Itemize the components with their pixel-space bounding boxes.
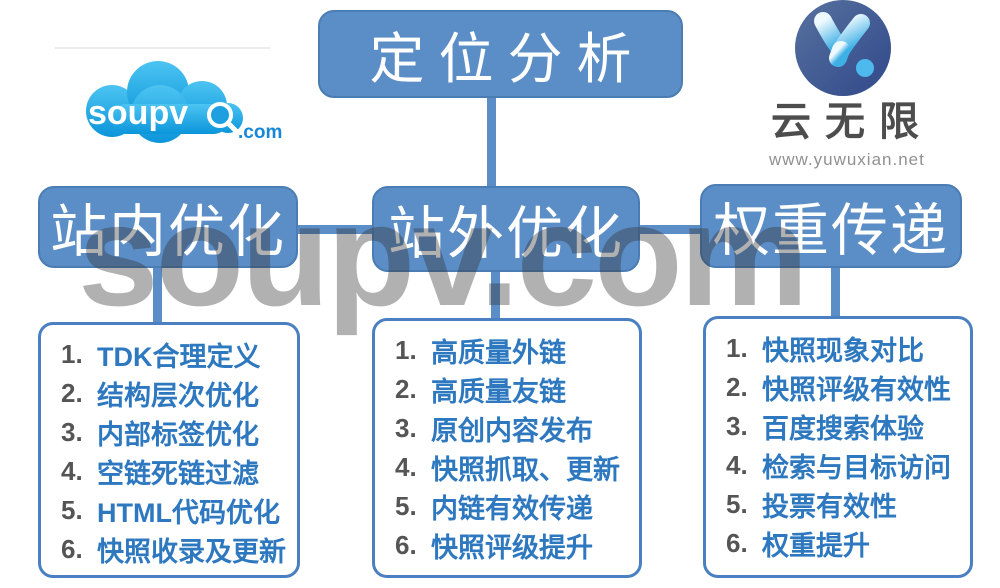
- item-text: 投票有效性: [762, 492, 897, 522]
- connector-a-to-b: [292, 225, 376, 234]
- item-text: 检索与目标访问: [762, 453, 951, 483]
- list-item: 2. 快照评级有效性: [726, 368, 964, 407]
- item-text: 快照现象对比: [762, 336, 924, 366]
- node-title: 站内优化: [50, 200, 286, 264]
- list-item: 4. 检索与目标访问: [726, 446, 964, 485]
- item-list: 1. TDK合理定义 2. 结构层次优化 3. 内部标签优化 4. 空链死链过滤 5. HTML代…: [61, 335, 291, 569]
- connector-b-to-list: [491, 268, 500, 322]
- node-positioning-analysis: 定位分析: [318, 10, 683, 98]
- node-offsite-optimization: 站外优化: [372, 186, 640, 272]
- list-item: 3. 原创内容发布: [395, 409, 633, 448]
- list-item: 4. 空链死链过滤: [61, 452, 291, 491]
- cloud-icon: [86, 61, 243, 143]
- item-text: 权重提升: [762, 531, 870, 561]
- item-text: 高质量友链: [431, 377, 566, 407]
- item-number: 5.: [395, 491, 417, 521]
- list-item: 5. HTML代码优化: [61, 491, 291, 530]
- soupv-logo-text: soupv: [88, 94, 188, 132]
- item-number: 6.: [726, 528, 748, 558]
- item-number: 4.: [395, 452, 417, 482]
- connector-b-to-c: [636, 225, 708, 234]
- item-number: 2.: [395, 374, 417, 404]
- list-item: 2. 结构层次优化: [61, 374, 291, 413]
- item-number: 4.: [726, 450, 748, 480]
- list-item: 3. 内部标签优化: [61, 413, 291, 452]
- item-number: 6.: [395, 530, 417, 560]
- list-item: 5. 内链有效传递: [395, 487, 633, 526]
- item-number: 3.: [395, 413, 417, 443]
- list-item: 1. TDK合理定义: [61, 335, 291, 374]
- node-weight-transfer: 权重传递: [700, 184, 962, 268]
- item-number: 1.: [61, 339, 83, 369]
- list-item: 6. 权重提升: [726, 524, 964, 563]
- list-item: 1. 高质量外链: [395, 331, 633, 370]
- item-text: 内部标签优化: [97, 420, 259, 450]
- yuwuxian-logo-url: www.yuwuxian.net: [769, 150, 925, 169]
- magnifier-icon: [207, 102, 241, 136]
- soupv-cloud-icon: soupv .com: [86, 61, 282, 143]
- node-onsite-optimization: 站内优化: [38, 186, 298, 268]
- item-number: 3.: [726, 411, 748, 441]
- list-item: 5. 投票有效性: [726, 485, 964, 524]
- item-number: 1.: [726, 333, 748, 363]
- yuwuxian-mark-icon: [795, 0, 891, 96]
- item-text: 快照评级提升: [431, 533, 593, 563]
- item-text: 内链有效传递: [431, 494, 593, 524]
- connector-a-to-list: [153, 264, 162, 326]
- item-number: 1.: [395, 335, 417, 365]
- item-text: 快照收录及更新: [97, 537, 286, 567]
- node-title: 定位分析: [369, 28, 646, 90]
- connector-c-to-list: [831, 264, 840, 320]
- item-number: 5.: [726, 489, 748, 519]
- list-item: 6. 快照收录及更新: [61, 530, 291, 569]
- divider-line: [55, 47, 270, 49]
- item-text: TDK合理定义: [97, 342, 261, 372]
- list-item: 2. 高质量友链: [395, 370, 633, 409]
- item-number: 6.: [61, 534, 83, 564]
- item-number: 2.: [61, 378, 83, 408]
- yuwuxian-logo: 云无限 www.yuwuxian.net: [765, 0, 970, 178]
- soupv-logo-tld: .com: [238, 122, 282, 143]
- list-item: 3. 百度搜索体验: [726, 407, 964, 446]
- list-item: 4. 快照抓取、更新: [395, 448, 633, 487]
- item-text: HTML代码优化: [97, 498, 280, 528]
- item-text: 原创内容发布: [431, 416, 593, 446]
- item-text: 高质量外链: [431, 338, 566, 368]
- y-blob-icon: [814, 12, 874, 77]
- item-text: 快照评级有效性: [762, 375, 951, 405]
- item-number: 2.: [726, 372, 748, 402]
- item-number: 5.: [61, 495, 83, 525]
- item-text: 百度搜索体验: [762, 414, 924, 444]
- item-text: 空链死链过滤: [97, 459, 259, 489]
- item-number: 4.: [61, 456, 83, 486]
- node-title: 站外优化: [388, 202, 624, 266]
- item-list: 1. 快照现象对比 2. 快照评级有效性 3. 百度搜索体验 4. 检索与目标访问 5. 投票有效…: [726, 329, 964, 563]
- list-item: 1. 快照现象对比: [726, 329, 964, 368]
- item-text: 快照抓取、更新: [431, 455, 620, 485]
- onsite-optimization-list: 1. TDK合理定义 2. 结构层次优化 3. 内部标签优化 4. 空链死链过滤 5. HTML代…: [38, 322, 300, 578]
- node-title: 权重传递: [713, 199, 949, 263]
- item-text: 结构层次优化: [97, 381, 259, 411]
- yuwuxian-logo-text: 云无限: [771, 100, 933, 144]
- soupv-logo: soupv .com: [70, 56, 285, 146]
- connector-root-to-b: [487, 96, 496, 190]
- weight-transfer-list: 1. 快照现象对比 2. 快照评级有效性 3. 百度搜索体验 4. 检索与目标访问 5. 投票有效…: [703, 316, 973, 578]
- list-item: 6. 快照评级提升: [395, 526, 633, 565]
- item-number: 3.: [61, 417, 83, 447]
